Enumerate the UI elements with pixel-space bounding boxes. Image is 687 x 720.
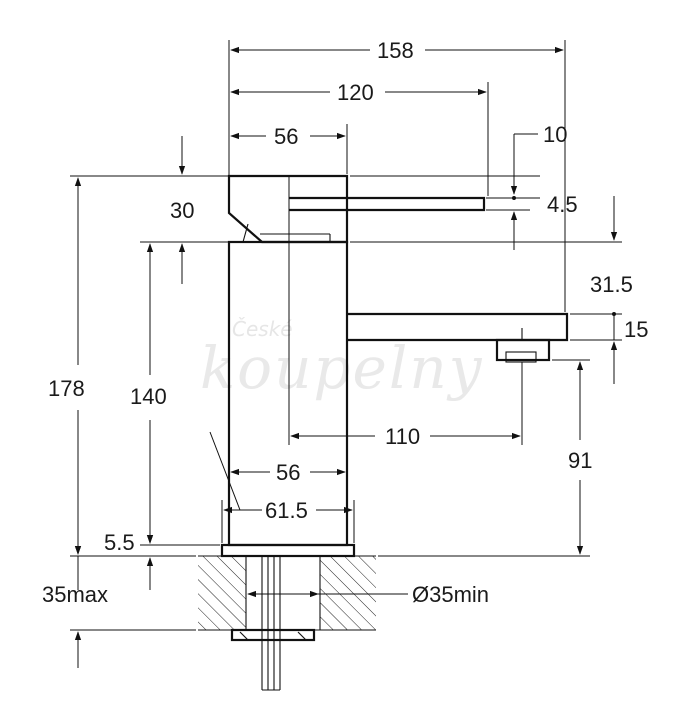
dim-body-height: 140 [130, 384, 167, 409]
dim-base-diameter: 61.5 [265, 498, 308, 523]
dim-spout-reach: 110 [385, 424, 420, 449]
dim-body-width-top: 56 [274, 124, 298, 149]
watermark: České koupelny [200, 317, 484, 402]
dim-outlet-height: 91 [568, 448, 592, 473]
mounting-rod [230, 556, 316, 691]
dim-handle-height: 30 [170, 198, 194, 223]
dim-lever-thickness: 4.5 [547, 192, 578, 217]
dim-overall-width: 158 [377, 38, 414, 63]
dim-spout-top-offset: 31.5 [590, 272, 633, 297]
faucet-body [220, 174, 569, 558]
deck-section [198, 555, 376, 631]
dim-body-width-bottom: 56 [276, 460, 300, 485]
watermark-line2: koupelny [200, 334, 484, 402]
dimension-labels: 158 120 56 10 4.5 30 178 140 31.5 15 110… [42, 38, 648, 607]
dim-spout-thickness: 15 [624, 317, 648, 342]
aerator [495, 338, 551, 363]
dim-lever-end-offset: 10 [543, 122, 567, 147]
dim-overall-height: 178 [48, 376, 85, 401]
dim-lever-length: 120 [337, 80, 374, 105]
extension-lines [70, 40, 622, 631]
dim-deck-thickness: 35max [42, 582, 108, 607]
dim-base-plate: 5.5 [104, 530, 135, 555]
watermark-line1: České [232, 317, 293, 341]
dimension-lines [74, 46, 618, 668]
dim-hole-diameter: Ø35min [412, 582, 489, 607]
